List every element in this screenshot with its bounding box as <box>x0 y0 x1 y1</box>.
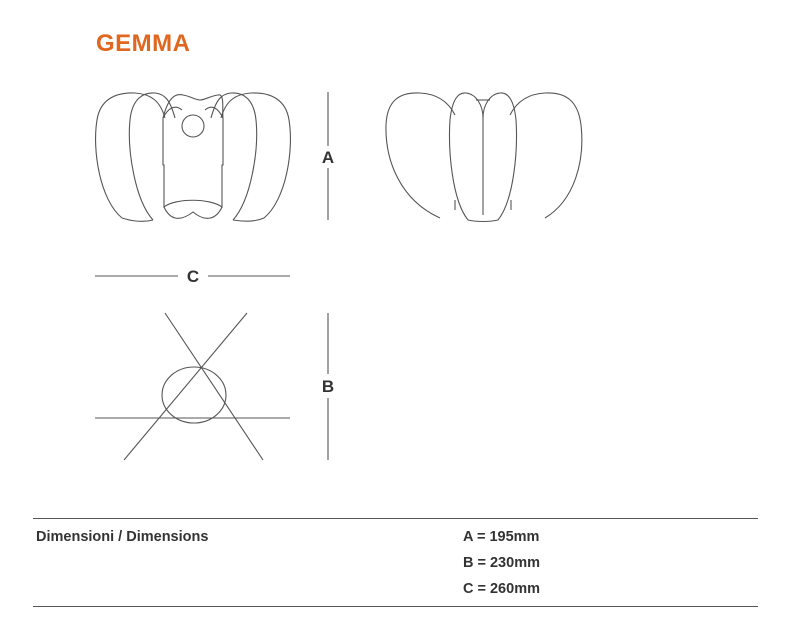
dimension-value-a: A = 195mm <box>463 529 540 545</box>
dimension-label-c: C <box>187 267 199 286</box>
side-view-drawing <box>385 92 583 223</box>
divider-top <box>33 518 758 519</box>
divider-bottom <box>33 606 758 607</box>
dimension-value-b: B = 230mm <box>463 555 540 571</box>
product-title: GEMMA <box>96 30 191 57</box>
dimension-label-a: A <box>322 148 334 167</box>
front-view-drawing <box>95 92 291 222</box>
dimension-value-c: C = 260mm <box>463 581 540 597</box>
dimensions-heading: Dimensioni / Dimensions <box>36 529 209 545</box>
bottom-view-drawing <box>95 312 290 461</box>
dimension-label-b: B <box>322 377 334 396</box>
